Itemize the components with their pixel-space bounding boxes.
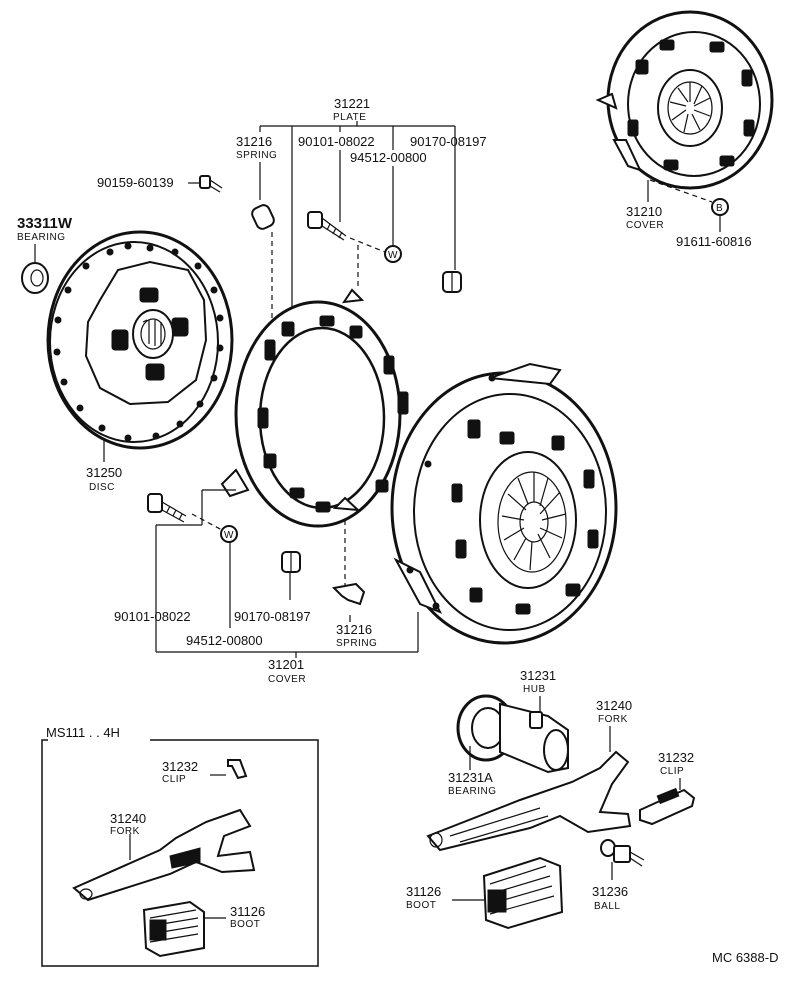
bolt-top-part-number: 90101-08022 (298, 134, 375, 149)
boot-right-part (482, 856, 564, 930)
spring-top-part-number: 31216 (236, 134, 272, 149)
cover-bottom-name: COVER (268, 674, 306, 685)
cover-top-part-number: 31210 (626, 204, 662, 219)
pressure-plate (220, 288, 409, 528)
disc-part-number: 31250 (86, 465, 122, 480)
cover-top-name: COVER (626, 220, 664, 231)
screw-top-part (199, 175, 223, 193)
nut-top-callout: 90170-08197 (410, 134, 487, 293)
cover-top-b-marker-letter: B (716, 203, 723, 214)
clutch-disc (46, 230, 234, 450)
clip-right-part-number: 31232 (658, 750, 694, 765)
clip-right-name: CLIP (660, 766, 684, 777)
spring-bottom-name: SPRING (336, 638, 377, 649)
bolt-bottom-part (147, 493, 187, 523)
bearing-hub-callout: 31231A BEARING (448, 746, 497, 797)
nut-top-part-number: 90170-08197 (410, 134, 487, 149)
cover-top-b-part-number: 91611-60816 (676, 234, 752, 249)
ball-name: BALL (594, 901, 620, 912)
washer-top-marker (384, 245, 402, 263)
hub-part-number: 31231 (520, 668, 556, 683)
release-bearing-hub (456, 694, 569, 774)
washer-top-marker-letter: W (388, 250, 398, 261)
ball-part-number: 31236 (592, 884, 628, 899)
screw-top-callout: 90159-60139 (97, 175, 223, 193)
bolt-bottom-part-number: 90101-08022 (114, 609, 191, 624)
boot-right-callout: 31126 BOOT (406, 884, 484, 911)
boot-right-part-number: 31126 (406, 884, 441, 899)
inset-clip-name: CLIP (162, 774, 186, 785)
washer-top-part-number: 94512-00800 (350, 150, 427, 165)
spring-top-callout: 31216 SPRING (236, 134, 277, 380)
washer-top-callout: 94512-00800 W (349, 150, 427, 263)
inset-fork-part (72, 808, 256, 902)
release-fork (426, 750, 632, 852)
cover-top-callout: 31210 COVER B 91611-60816 (626, 179, 752, 249)
washer-bottom: W (220, 525, 238, 543)
cover-assembly-top (595, 10, 774, 190)
plate-part-number: 31221 (334, 96, 370, 111)
spring-top-name: SPRING (236, 150, 277, 161)
clutch-cover (390, 362, 618, 645)
inset-fork-name: FORK (110, 826, 140, 837)
boot-right-name: BOOT (406, 900, 436, 911)
spring-top-part (251, 204, 275, 230)
disc-callout: 31250 DISC (86, 440, 122, 493)
fork-right-part-number: 31240 (596, 698, 632, 713)
pilot-bearing-name: BEARING (17, 232, 66, 243)
inset-clip-part-number: 31232 (162, 759, 198, 774)
hub-name: HUB (523, 684, 546, 695)
inset-boot-part (142, 900, 205, 958)
disc-name: DISC (89, 482, 115, 493)
fork-right-name: FORK (598, 714, 628, 725)
bolt-top-callout: 90101-08022 (298, 134, 375, 290)
pilot-bearing-part-number: 33311W (17, 215, 73, 232)
diagram-code: MC 6388-D (712, 950, 778, 965)
bracket-bottom (155, 489, 419, 658)
plate-name: PLATE (333, 112, 366, 123)
washer-bottom-marker-letter: W (224, 530, 234, 541)
screw-top-part-number: 90159-60139 (97, 175, 174, 190)
inset-clip-part (227, 759, 248, 780)
inset-box: MS111 . . 4H 31232 CLIP 31240 FORK 31126… (41, 725, 319, 967)
inset-title: MS111 . . 4H (46, 725, 120, 740)
inset-boot-part-number: 31126 (230, 904, 265, 919)
fork-right-callout: 31240 FORK (596, 698, 632, 752)
bolt-top-part (307, 211, 347, 241)
pilot-bearing-callout: 33311W BEARING (17, 215, 73, 294)
plate-callout: 31221 PLATE (259, 96, 456, 330)
pilot-bearing-part (21, 262, 49, 294)
ball-stud-part (600, 839, 645, 867)
clip-right-callout: 31232 CLIP (658, 750, 694, 790)
inset-fork-part-number: 31240 (110, 811, 146, 826)
spring-bottom-part-number: 31216 (336, 622, 372, 637)
spring-bottom-part (331, 582, 366, 606)
nut-bottom-part (281, 551, 301, 573)
nut-bottom-part-number: 90170-08197 (234, 609, 311, 624)
nut-top-part (442, 271, 462, 293)
bearing-hub-name: BEARING (448, 786, 497, 797)
ball-callout: 31236 BALL (592, 862, 628, 912)
clip-right-part (639, 787, 696, 826)
cover-bottom-part-number: 31201 (268, 657, 304, 672)
washer-bottom-part-number: 94512-00800 (186, 633, 263, 648)
inset-boot-name: BOOT (230, 919, 260, 930)
hub-callout: 31231 HUB (520, 668, 556, 712)
bearing-hub-part-number: 31231A (448, 770, 493, 785)
